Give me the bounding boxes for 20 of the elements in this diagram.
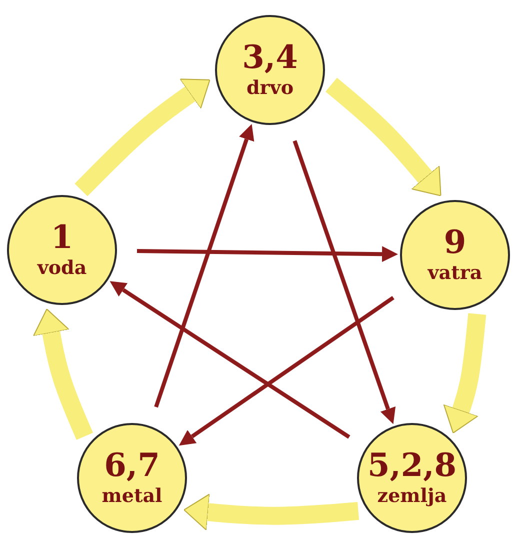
element-name: drvo [246, 78, 294, 100]
number-label: 3,4 [242, 40, 298, 74]
block-arrow [74, 78, 210, 196]
block-arrow [326, 78, 442, 196]
block-arrow [32, 308, 94, 440]
block-arrow [184, 494, 360, 530]
element-name: voda [37, 258, 87, 280]
number-label: 1 [50, 220, 74, 254]
arrow [178, 296, 394, 446]
number-label: 6,7 [104, 448, 160, 482]
number-label: 5,2,8 [367, 448, 457, 482]
arrow [154, 124, 254, 408]
block-arrow [443, 313, 486, 434]
element-name: metal [102, 486, 162, 508]
arrow [136, 246, 398, 262]
number-label: 9 [444, 226, 466, 260]
element-name: vatra [428, 263, 482, 284]
element-name: zemlja [377, 486, 447, 508]
arrow [110, 281, 350, 439]
arrow [292, 140, 396, 424]
